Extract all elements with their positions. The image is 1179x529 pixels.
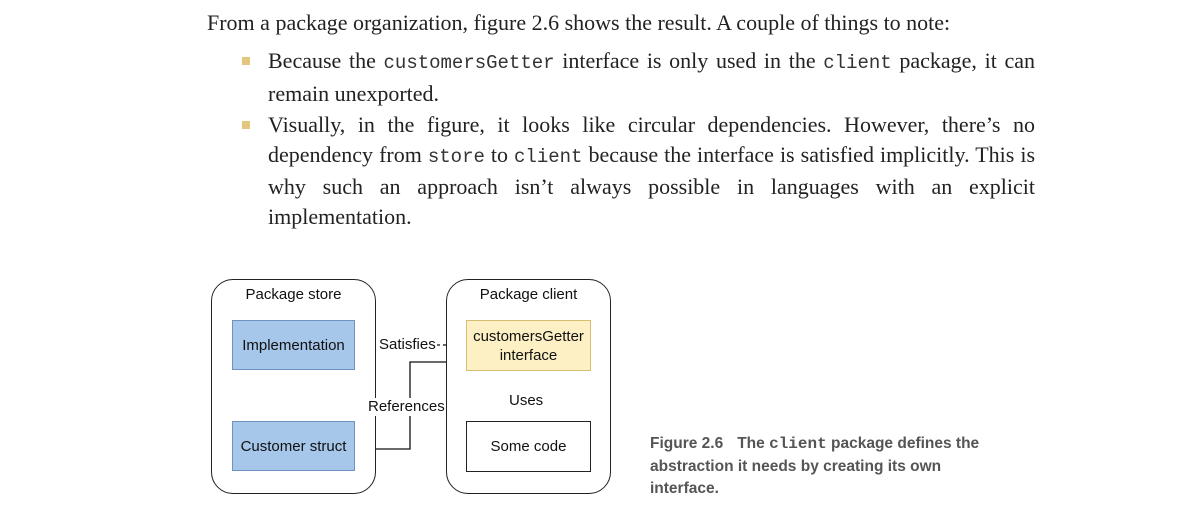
caption-text: package defines the abstraction it needs…	[650, 435, 980, 497]
satisfies-label: Satisfies	[378, 336, 437, 354]
interface-label-line2: interface	[499, 346, 558, 364]
inline-code: customersGetter	[383, 52, 555, 74]
text-span: Visually, in the figure, it looks like c…	[268, 112, 1035, 167]
bullet-square-icon	[242, 57, 250, 65]
text-span: interface is only used in the	[554, 48, 824, 73]
package-store-title: Package store	[245, 286, 342, 303]
customers-getter-interface-box: customersGetter interface	[466, 320, 591, 371]
figure-number: Figure 2.6	[650, 435, 724, 452]
package-client-title: Package client	[479, 286, 578, 303]
notes-list: Because the customersGetter interface is…	[240, 46, 1035, 233]
some-code-label: Some code	[490, 438, 567, 455]
figure-caption: Figure 2.6 The client package defines the…	[650, 433, 990, 501]
caption-text: The	[737, 435, 770, 452]
inline-code: client	[823, 52, 892, 74]
text-span: Because the	[268, 48, 384, 73]
uses-label: Uses	[508, 392, 545, 410]
bullet-square-icon	[242, 121, 250, 129]
text-span: to	[484, 141, 515, 167]
inline-code: store	[427, 145, 485, 168]
interface-label-line1: customersGetter	[473, 327, 584, 345]
intro-paragraph: From a package organization, figure 2.6 …	[207, 10, 951, 35]
text-span: because the interface is satisfied impli…	[268, 141, 1036, 229]
list-item: Because the customersGetter interface is…	[240, 46, 1035, 108]
some-code-box: Some code	[466, 421, 591, 472]
implementation-label: Implementation	[242, 336, 345, 354]
list-item: Visually, in the figure, it looks like c…	[240, 110, 1035, 231]
customer-struct-box: Customer struct	[232, 421, 355, 471]
inline-code: client	[514, 145, 583, 168]
customer-struct-label: Customer struct	[240, 437, 347, 455]
text-span: package, it can remain unexported.	[268, 48, 1036, 106]
implementation-box: Implementation	[232, 320, 355, 370]
references-label: References	[367, 398, 446, 416]
caption-inline-code: client	[769, 435, 827, 453]
